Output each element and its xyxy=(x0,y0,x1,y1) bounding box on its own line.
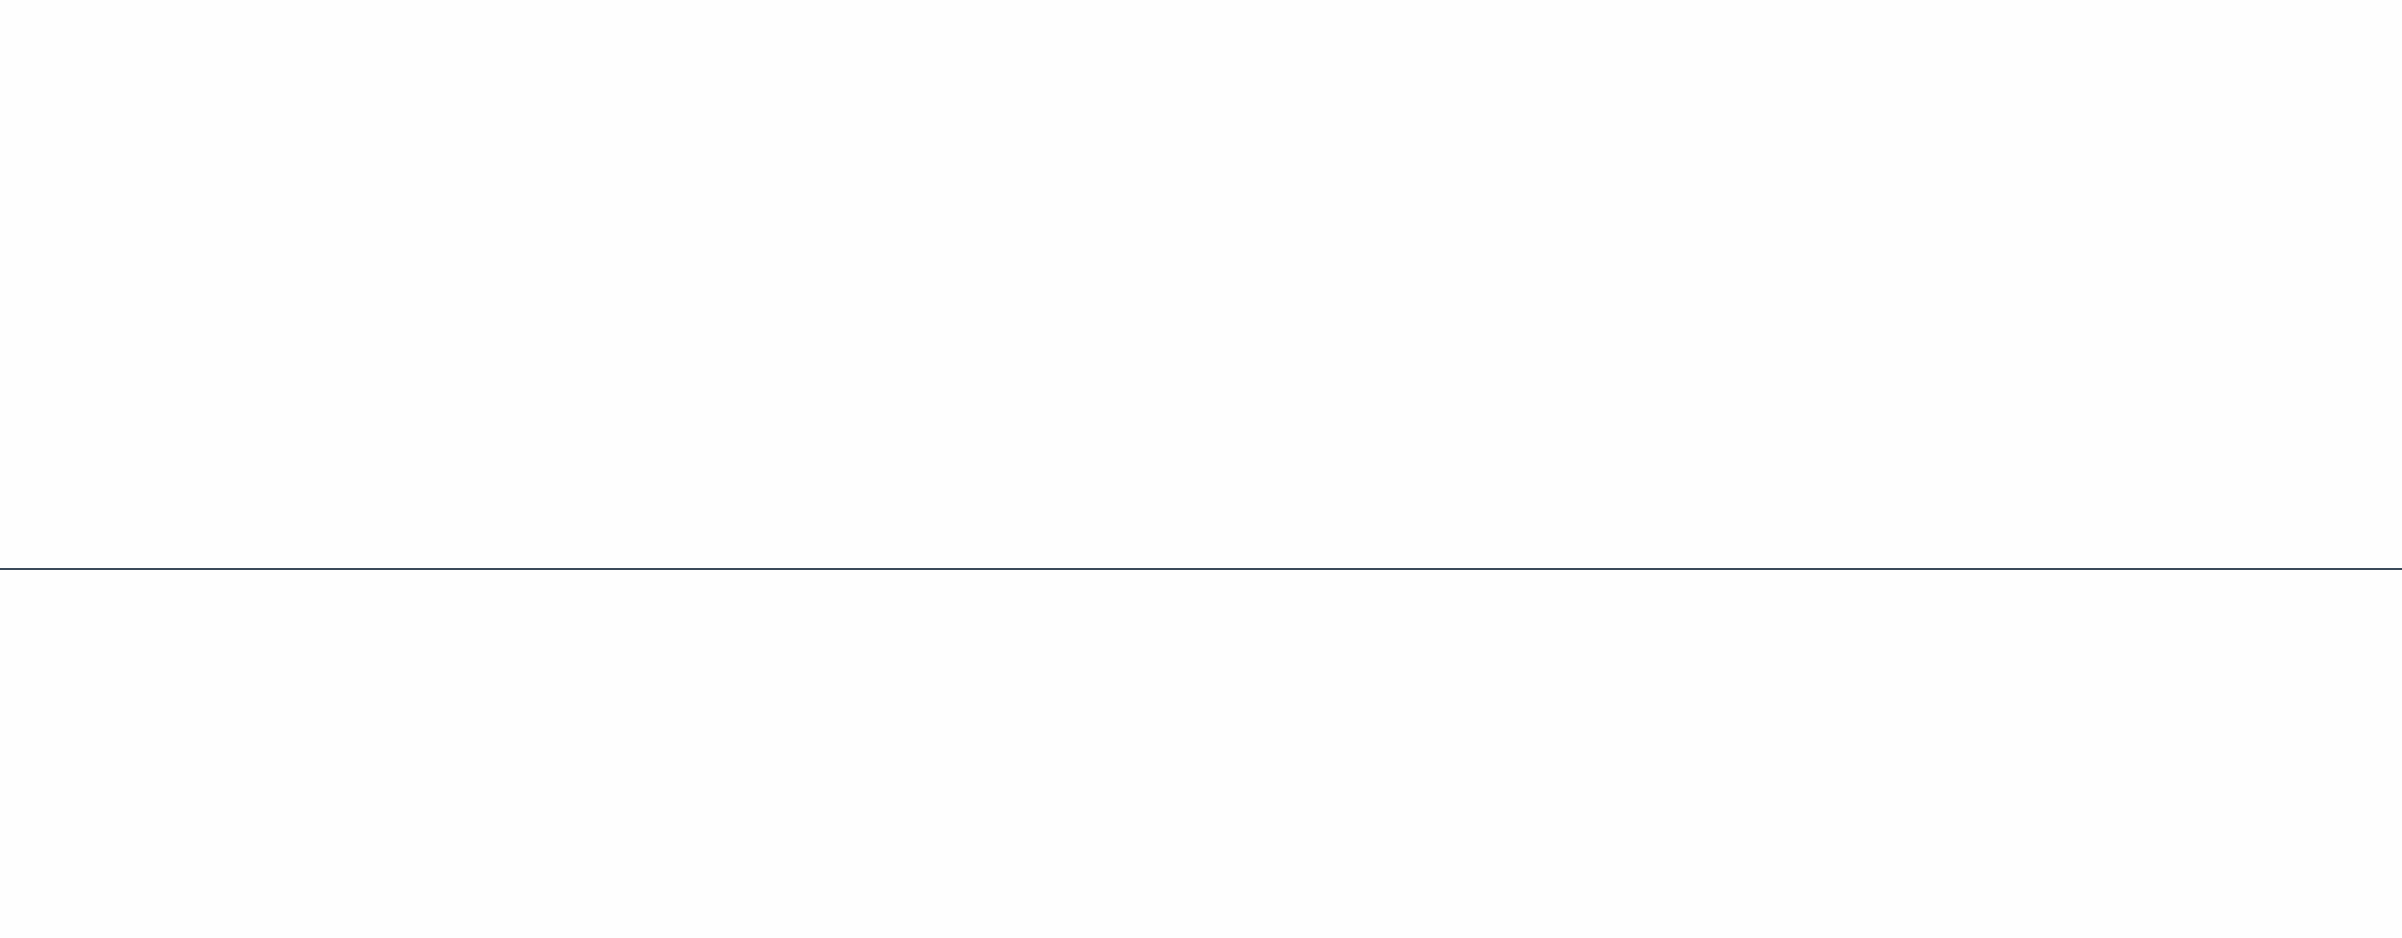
horizontal-divider xyxy=(0,568,2402,570)
